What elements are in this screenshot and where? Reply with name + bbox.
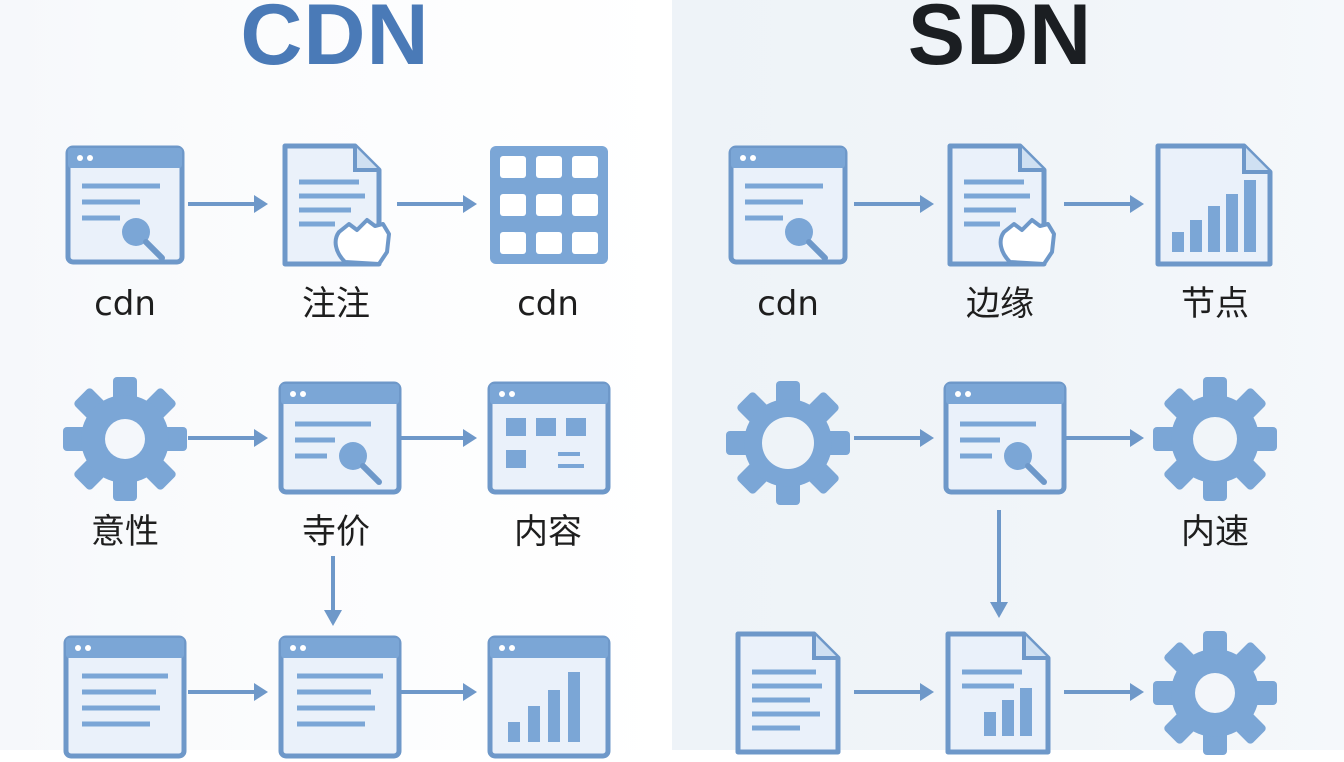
cdn-panel [0,0,672,750]
arrow-down [987,508,1011,620]
browser-search-icon [723,140,853,270]
label-cdn-2: 注注 [302,284,370,324]
arrow-right [852,680,936,704]
bar-chart-window-icon [484,632,614,762]
document-icon [730,628,860,758]
label-cdn-3: cdn [517,284,579,324]
arrow-right [1062,192,1146,216]
arrow-right [1062,426,1146,450]
browser-window-icon [60,632,190,762]
grid-icon [484,140,614,270]
document-chart-icon [1150,140,1280,270]
sdn-panel [672,0,1344,750]
label-cdn-1: cdn [94,284,156,324]
gear-icon [1150,374,1280,504]
browser-search-icon [275,374,405,504]
arrow-right [852,192,936,216]
browser-search-icon [940,374,1070,504]
label-sdn-1: cdn [757,284,819,324]
arrow-right [1062,680,1146,704]
label-sdn-4: 内速 [1181,512,1249,552]
arrow-right [395,192,479,216]
sdn-title: SDN [907,0,1093,83]
arrow-right [186,192,270,216]
dashboard-window-icon [484,374,614,504]
gear-icon [60,374,190,504]
gear-icon [1150,628,1280,758]
browser-search-icon [60,140,190,270]
label-sdn-2: 边缘 [966,284,1034,324]
label-cdn-6: 内容 [514,512,582,552]
arrow-right [186,426,270,450]
label-sdn-3: 节点 [1181,284,1249,324]
document-chart-icon [940,628,1070,758]
arrow-right [186,680,270,704]
document-hand-icon [940,140,1070,270]
cdn-title: CDN [240,0,430,83]
arrow-right [395,426,479,450]
arrow-down [321,554,345,628]
label-cdn-4: 意性 [91,512,159,552]
arrow-right [852,426,936,450]
arrow-right [395,680,479,704]
gear-icon [723,378,853,508]
browser-window-icon [275,632,405,762]
label-cdn-5: 寺价 [302,512,370,552]
document-hand-icon [275,140,405,270]
